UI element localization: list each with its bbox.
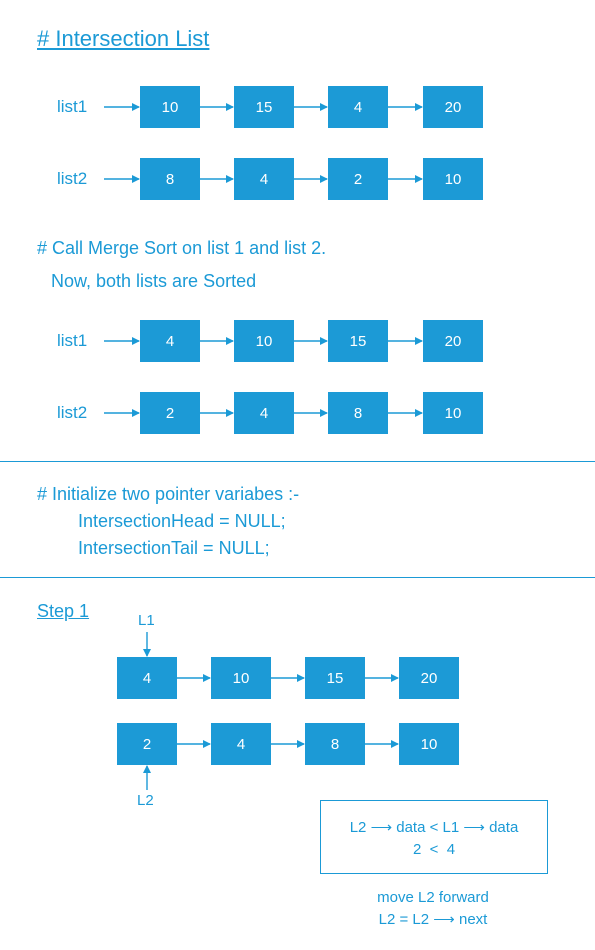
arrow-right-icon: ⟶ [433, 911, 455, 928]
list1-label: list1 [57, 97, 88, 116]
divider [0, 577, 595, 578]
list-node: 4 [234, 158, 294, 200]
list-node: 4 [234, 392, 294, 434]
list1-label: list1 [57, 331, 88, 350]
init-head-line: IntersectionHead = NULL; [78, 511, 286, 531]
list-node: 10 [423, 392, 483, 434]
condition-values: 2 < 4 [412, 841, 456, 858]
move-note: move L2 forward [377, 889, 489, 906]
list-node: 4 [117, 657, 177, 699]
list-node: 20 [423, 320, 483, 362]
divider [0, 461, 595, 462]
condition-line: L2 ⟶ data < L1 ⟶ data [321, 818, 547, 836]
advance-next: next [458, 911, 488, 928]
sorted-note: Now, both lists are Sorted [51, 271, 257, 291]
list-node: 2 [117, 723, 177, 765]
arrow-right-icon: ⟶ [463, 819, 485, 836]
merge-sort-heading: # Call Merge Sort on list 1 and list 2. [37, 238, 327, 258]
list-node: 4 [211, 723, 271, 765]
step-title: Step 1 [37, 601, 90, 621]
condition-l2: L2 [349, 819, 367, 836]
list2-label: list2 [57, 169, 88, 188]
condition-compare: data < L1 [396, 819, 460, 836]
list-node: 4 [140, 320, 200, 362]
list-node: 20 [423, 86, 483, 128]
list-node: 10 [211, 657, 271, 699]
list2-label: list2 [57, 403, 88, 422]
list-node: 4 [328, 86, 388, 128]
list-node: 20 [399, 657, 459, 699]
init-tail-line: IntersectionTail = NULL; [78, 538, 270, 558]
condition-data: data [489, 819, 519, 836]
list-node: 2 [328, 158, 388, 200]
list-node: 10 [234, 320, 294, 362]
pointer-l2-label: L2 [137, 792, 154, 809]
init-heading: # Initialize two pointer variabes :- [37, 484, 300, 504]
list-node: 8 [305, 723, 365, 765]
list-node: 15 [305, 657, 365, 699]
list-node: 8 [328, 392, 388, 434]
list-node: 10 [140, 86, 200, 128]
condition-box: L2 ⟶ data < L1 ⟶ data 2 < 4 [320, 800, 548, 874]
list-node: 15 [328, 320, 388, 362]
list-node: 8 [140, 158, 200, 200]
list-node: 10 [423, 158, 483, 200]
pointer-l1-label: L1 [138, 612, 155, 629]
list-node: 15 [234, 86, 294, 128]
advance-lhs: L2 = L2 [378, 911, 430, 928]
advance-note: L2 = L2 ⟶ next [323, 910, 543, 928]
list-node: 2 [140, 392, 200, 434]
arrow-right-icon: ⟶ [370, 819, 393, 836]
list-node: 10 [399, 723, 459, 765]
page-title: # Intersection List [37, 26, 210, 51]
